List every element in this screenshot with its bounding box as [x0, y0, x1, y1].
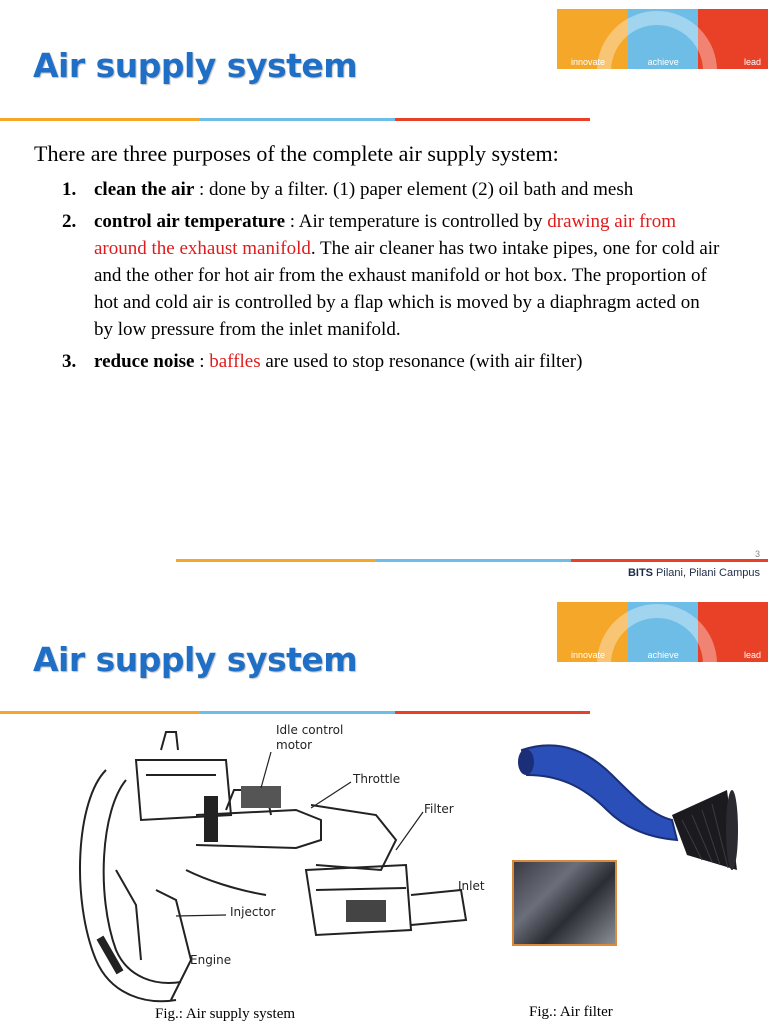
list-number: 3.: [62, 351, 77, 372]
title-rule: [0, 711, 590, 714]
label-idle-control-motor: Idle control motor: [276, 723, 344, 752]
label-throttle: Throttle: [353, 772, 401, 786]
logo-lead-text: lead: [744, 650, 762, 660]
item-heading: reduce noise: [94, 351, 195, 372]
list-number: 1.: [62, 179, 77, 200]
slide-title: Air supply system: [33, 640, 358, 679]
label-engine: Engine: [190, 953, 232, 967]
item-text: . The air cleaner has two intake pipes, …: [94, 238, 720, 340]
label-injector: Injector: [230, 905, 276, 919]
item-highlight: baffles: [209, 351, 261, 372]
page-number: 3: [754, 549, 760, 559]
engine-bay-photo: [512, 860, 617, 946]
item-separator: :: [194, 179, 210, 200]
intro-text: There are three purposes of the complete…: [34, 141, 559, 166]
bits-logo: innovate achieve lead: [557, 9, 768, 131]
slide-title: Air supply system: [33, 46, 358, 85]
gear-icon: [597, 604, 717, 724]
label-filter: Filter: [424, 802, 454, 816]
logo-lead-text: lead: [744, 57, 762, 67]
list-item: 2. control air temperature : Air tempera…: [60, 208, 720, 343]
purpose-list: 1. clean the air : done by a filter. (1)…: [60, 176, 720, 380]
gear-icon: [597, 11, 717, 131]
slide-2: Air supply system innovate achieve lead: [0, 592, 768, 1024]
footer-campus: BITS Pilani, Pilani Campus: [628, 567, 760, 579]
item-separator: :: [285, 211, 299, 232]
footer-bits: BITS: [627, 567, 653, 579]
item-text: are used to stop resonance (with air fil…: [260, 351, 583, 372]
item-heading: control air temperature: [94, 211, 286, 232]
list-number: 2.: [62, 211, 77, 232]
caption-air-supply: Fig.: Air supply system: [155, 1006, 296, 1022]
label-inlet: Inlet: [458, 879, 485, 893]
caption-air-filter: Fig.: Air filter: [529, 1004, 613, 1020]
list-item: 3. reduce noise : baffles are used to st…: [60, 348, 720, 375]
item-heading: clean the air: [94, 179, 195, 200]
air-filter-photo: [518, 744, 738, 870]
bits-logo: innovate achieve lead: [557, 602, 768, 724]
footer-rule: [176, 559, 768, 562]
item-text: Air temperature is controlled by: [298, 211, 548, 232]
logo-block-lead: lead: [698, 9, 768, 69]
footer-campus-text: Pilani, Pilani Campus: [653, 567, 760, 579]
slide-1: Air supply system innovate achieve lead …: [0, 9, 768, 380]
logo-innovate-text: innovate: [571, 650, 606, 660]
list-item: 1. clean the air : done by a filter. (1)…: [60, 176, 720, 203]
air-supply-diagram: [79, 731, 468, 1003]
item-text: done by a filter. (1) paper element (2) …: [209, 179, 634, 200]
logo-innovate-text: innovate: [571, 57, 606, 67]
item-separator: :: [194, 351, 210, 372]
item-highlight: drawing air from around the exhaust mani…: [94, 211, 676, 259]
title-rule: [0, 118, 590, 121]
